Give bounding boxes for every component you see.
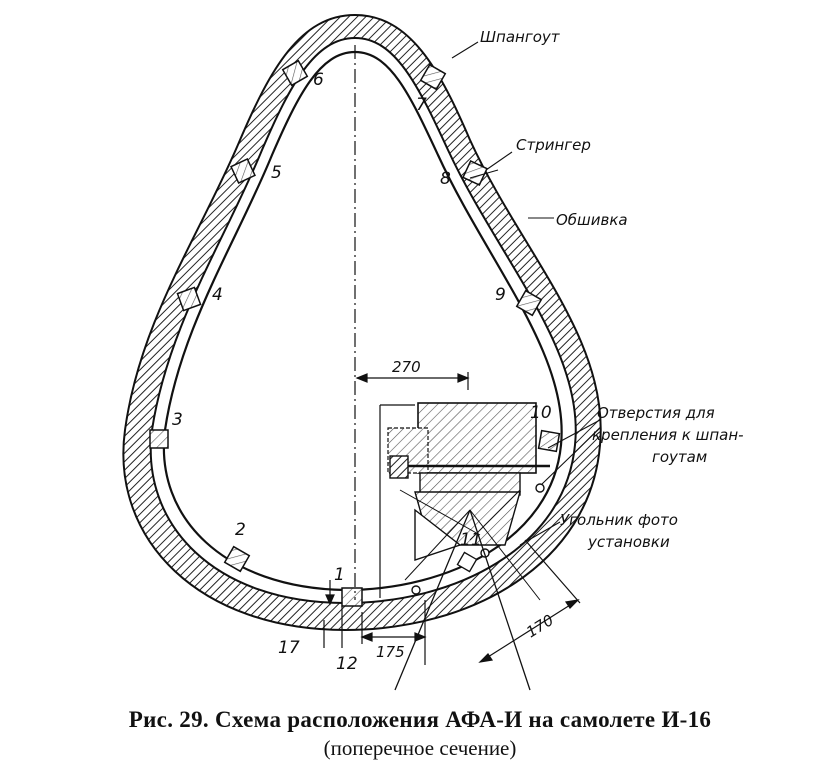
label-skin: Обшивка <box>556 211 628 229</box>
stringer-label-1: 1 <box>334 565 345 585</box>
stringer-label-6: 6 <box>313 70 324 90</box>
label-holes-line2: крепления к шпан- <box>592 426 744 444</box>
stringer-label-4: 4 <box>212 285 223 305</box>
stringer-label-2: 2 <box>235 520 246 540</box>
stringer-block-8 <box>462 160 488 186</box>
label-frame: Шпангоут <box>480 28 561 46</box>
figure-caption: Рис. 29. Схема расположения АФА-И на сам… <box>0 706 840 762</box>
leader-lines <box>451 41 601 546</box>
stringer-label-3: 3 <box>172 410 183 430</box>
stringer-label-7: 7 <box>416 95 427 115</box>
dimension-175: 175 <box>376 643 405 661</box>
dimension-lines <box>323 372 581 665</box>
stringer-label-10: 10 <box>530 403 552 423</box>
stringer-label-9: 9 <box>495 285 506 305</box>
stringer-block-5 <box>230 158 256 184</box>
stringer-label-11: 11 <box>460 530 482 550</box>
stringer-block-7 <box>419 63 447 91</box>
stringer-block-9 <box>515 289 543 317</box>
label-bracket-line2: установки <box>587 533 670 551</box>
camera-mount-block <box>389 455 409 479</box>
dimension-170: 170 <box>523 611 557 641</box>
stringer-label-12: 12 <box>336 654 358 674</box>
camera-installation <box>387 402 550 691</box>
stringer-block-2 <box>223 545 251 573</box>
stringer-label-5: 5 <box>271 163 282 183</box>
stringer-block-4 <box>176 286 202 312</box>
stringer-block-6 <box>281 59 309 87</box>
dimension-270: 270 <box>392 358 421 376</box>
caption-subtitle: (поперечное сечение) <box>323 736 517 760</box>
bracket-angle <box>414 508 462 561</box>
bolt-1 <box>535 483 545 493</box>
stringer-block-3 <box>149 429 169 449</box>
stringer-label-17: 17 <box>278 638 300 658</box>
label-stringer: Стрингер <box>516 136 591 154</box>
bolt-3 <box>411 585 421 595</box>
stringer-blocks <box>149 59 561 607</box>
camera-body-upper <box>417 402 537 474</box>
stringer-label-8: 8 <box>440 169 451 189</box>
label-holes-line3: гоутам <box>652 448 707 466</box>
label-holes-line1: Отверстия для <box>597 404 715 422</box>
stringer-block-12 <box>341 587 363 607</box>
label-bracket-line1: Угольник фото <box>560 511 678 529</box>
bracket-small <box>456 551 478 573</box>
stringer-block-10 <box>537 429 561 453</box>
caption-title: Рис. 29. Схема расположения АФА-И на сам… <box>128 707 712 732</box>
